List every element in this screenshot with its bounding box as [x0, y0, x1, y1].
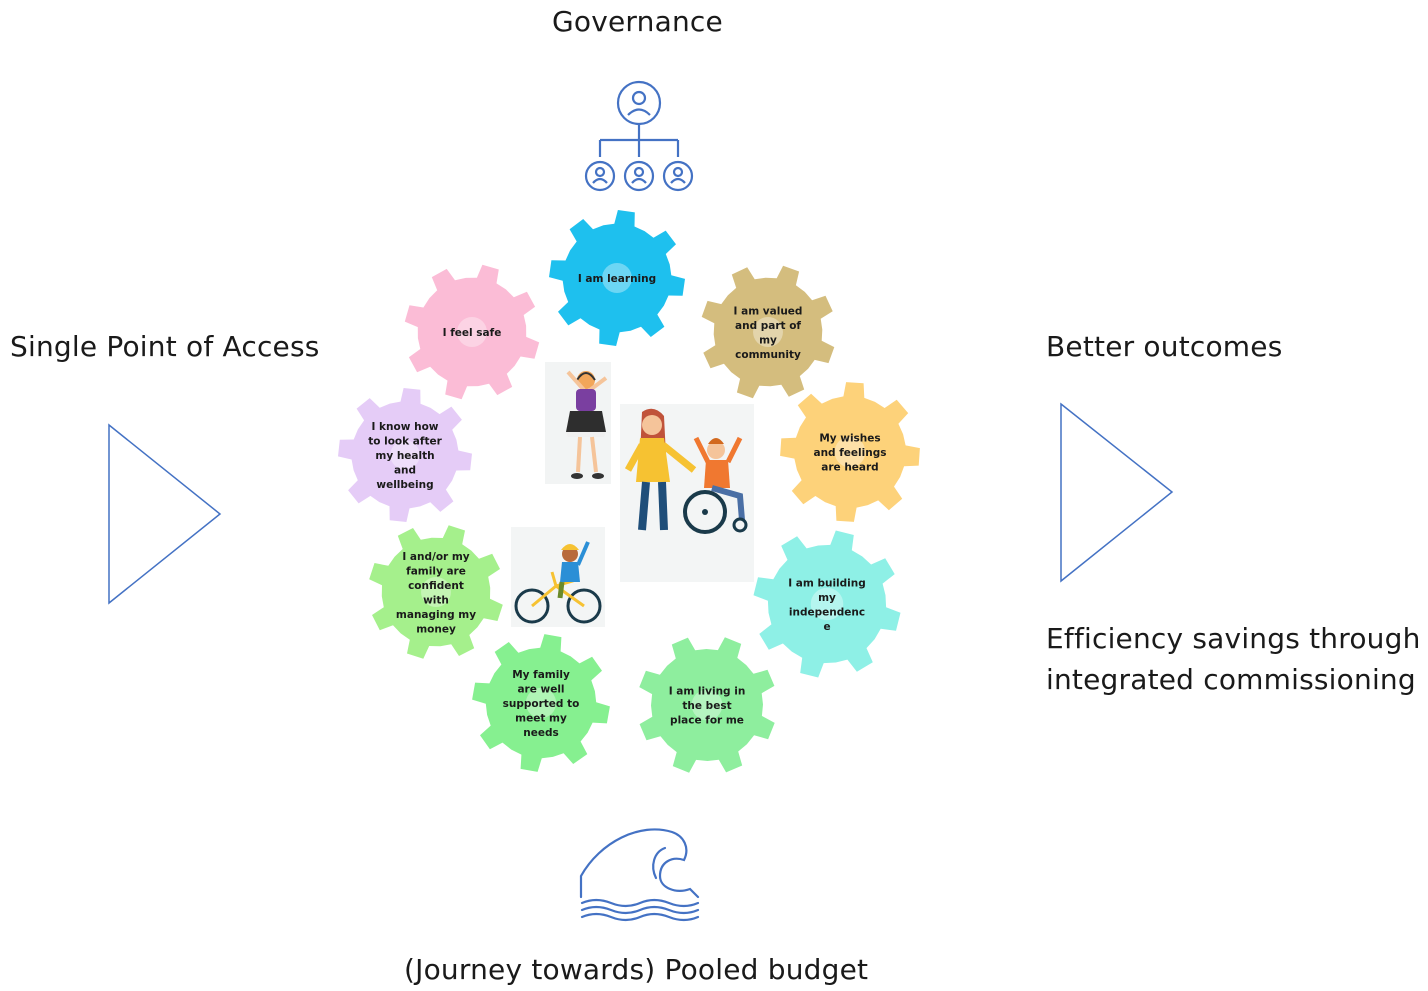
efficiency-savings-label: Efficiency savings through integrated co… [1046, 619, 1421, 700]
gear-family-supported-shape [472, 634, 610, 772]
gear-health-text-line: wellbeing [376, 479, 433, 491]
gear-money-text-line: I and/or my [402, 551, 469, 563]
gear-independence-text-line: my [818, 592, 836, 604]
gear-wishes: My wishes and feelings are heard [780, 382, 920, 522]
gear-money-text-line: confident [408, 580, 464, 592]
gear-valued-text-line: community [735, 349, 801, 361]
gear-money-text-line: with [423, 594, 449, 606]
gear-health-shape [338, 388, 472, 522]
gear-living-text-line: place for me [670, 715, 744, 727]
gear-learning-hub [602, 263, 632, 293]
gear-valued-shape [701, 265, 835, 399]
left-triangle-arrow-icon [108, 423, 222, 605]
gear-money: I and/or my family are confident with managi… [369, 525, 503, 659]
gear-learning-shape [549, 210, 685, 346]
gear-safe: I feel safe [404, 264, 540, 400]
gear-living: I am living in the best place for me [639, 637, 775, 773]
gear-health-text-line: I know how [372, 421, 439, 433]
gear-money-text-line: managing my [396, 609, 476, 621]
gear-living-shape [639, 637, 775, 773]
right-triangle-arrow-icon [1060, 402, 1174, 583]
gear-independence-text-line: independenc [789, 606, 865, 618]
gear-independence-text-line: e [823, 621, 830, 633]
gear-valued-text-line: my [759, 334, 777, 346]
gear-money-shape [369, 525, 503, 659]
gear-money-hub [421, 577, 451, 607]
gear-independence: I am building my independenc e [753, 530, 901, 678]
gear-family-supported-text-line: meet my [515, 713, 567, 725]
gear-valued-text-line: and part of [735, 320, 801, 332]
gear-health-text-line: to look after [368, 436, 442, 448]
gear-learning-text-line: I am learning [578, 273, 656, 285]
child-on-bicycle-illustration [511, 527, 605, 627]
gear-safe-text-line: I feel safe [443, 327, 502, 339]
pooled-budget-label: (Journey towards) Pooled budget [404, 953, 869, 986]
wave-icon [579, 828, 700, 922]
governance-label: Governance [552, 5, 723, 38]
efficiency-line-2: integrated commissioning [1046, 662, 1416, 696]
better-outcomes-label: Better outcomes [1046, 330, 1283, 363]
gear-family-supported-text-line: needs [523, 727, 558, 739]
gear-family-supported-text-line: are well [517, 684, 564, 696]
gear-family-supported-text-line: supported to [503, 698, 580, 710]
gear-wishes-hub [834, 436, 866, 468]
gear-ring: I am learning I am valued and part of my com… [338, 210, 920, 773]
gear-valued-hub [753, 317, 783, 347]
gear-independence-text-line: I am building [788, 577, 866, 589]
gear-health-hub [390, 440, 420, 470]
gear-safe-shape [404, 264, 540, 400]
gear-wishes-text-line: My wishes [819, 433, 880, 445]
gear-health-text-line: and [394, 465, 416, 477]
gear-valued-text-line: I am valued [734, 305, 803, 317]
gear-wishes-shape [780, 382, 920, 522]
gear-money-text-line: money [416, 623, 456, 635]
gear-living-text-line: I am living in [669, 686, 746, 698]
gear-family-supported-text-line: My family [512, 669, 570, 681]
gear-family-supported: My family are well supported to meet my need… [472, 634, 610, 772]
gear-wishes-text-line: are heard [821, 462, 878, 474]
org-chart-icon [584, 80, 694, 192]
gear-learning: I am learning [549, 210, 685, 346]
wheelchair-illustration [620, 404, 754, 582]
gear-valued: I am valued and part of my community [701, 265, 835, 399]
single-point-of-access-label: Single Point of Access [10, 330, 320, 363]
efficiency-line-1: Efficiency savings through [1046, 622, 1421, 655]
gear-health-text-line: my health [375, 450, 434, 462]
child-with-headphones-illustration [545, 362, 611, 484]
gear-independence-hub [810, 587, 844, 621]
gear-safe-hub [457, 317, 487, 347]
gear-money-text-line: family are [406, 565, 466, 577]
gear-independence-shape [753, 530, 901, 678]
gear-wishes-text-line: and feelings [814, 447, 887, 459]
gear-health: I know how to look after my health and wellb… [338, 388, 472, 522]
gear-living-text-line: the best [682, 700, 731, 712]
gear-living-hub [691, 689, 723, 721]
gear-family-supported-hub [525, 687, 557, 719]
